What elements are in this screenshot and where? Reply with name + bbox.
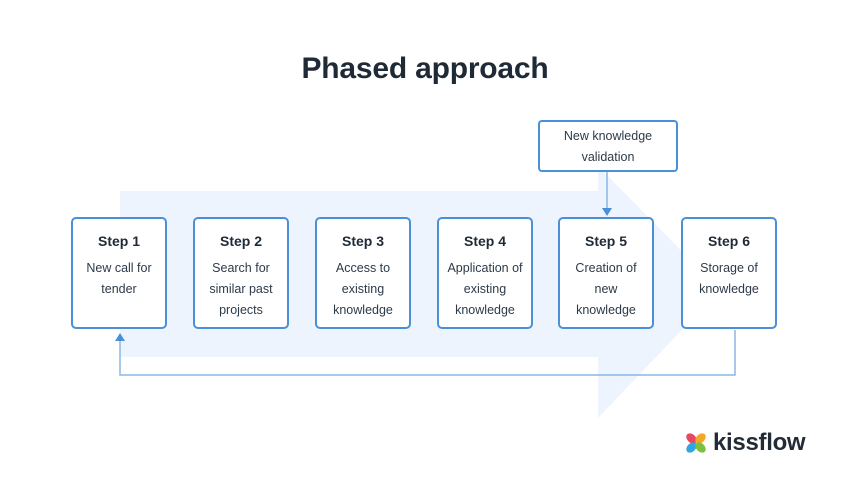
step-2-title: Step 2 [219, 233, 262, 249]
step-1-desc: New call for tender [86, 261, 152, 296]
step-3-box: Step 3 Access to existing knowledge [315, 217, 411, 329]
step-3-title: Step 3 [341, 233, 384, 249]
kissflow-logo-icon [686, 433, 706, 453]
page-title: Phased approach [301, 52, 549, 85]
step-4-desc: Application of existing knowledge [447, 261, 523, 317]
validation-box: New knowledge validation [538, 120, 678, 172]
kissflow-logo: kissflow [684, 428, 806, 458]
kissflow-logo-text: kissflow [713, 429, 806, 456]
step-5-title: Step 5 [584, 233, 627, 249]
step-6-box: Step 6 Storage of knowledge [681, 217, 777, 329]
step-6-desc: Storage of knowledge [699, 261, 759, 296]
step-3-desc: Access to existing knowledge [333, 261, 393, 317]
validation-connector-arrowhead [602, 208, 612, 216]
step-2-box: Step 2 Search for similar past projects [193, 217, 289, 329]
step-1-title: Step 1 [97, 233, 140, 249]
step-4-box: Step 4 Application of existing knowledge [437, 217, 533, 329]
feedback-loop-arrowhead [115, 333, 125, 341]
step-6-title: Step 6 [707, 233, 750, 249]
step-4-title: Step 4 [463, 233, 506, 249]
feedback-loop-line [119, 330, 736, 376]
validation-label: New knowledge validation [563, 129, 653, 164]
step-1-box: Step 1 New call for tender [71, 217, 167, 329]
step-2-desc: Search for similar past projects [209, 261, 273, 317]
step-5-box: Step 5 Creation of new knowledge [558, 217, 654, 329]
step-5-desc: Creation of new knowledge [575, 261, 637, 317]
